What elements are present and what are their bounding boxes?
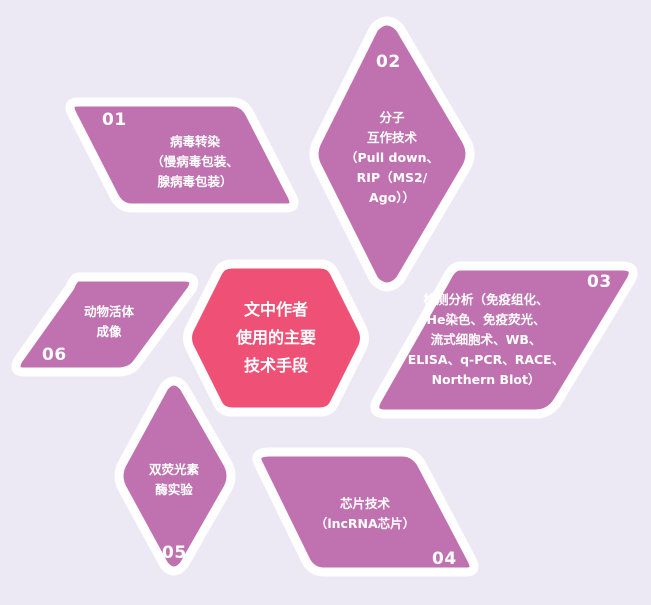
item-03-line-2: He染色、免疫荧光、 bbox=[426, 312, 546, 327]
item-03-line-1: 检测分析（免疫组化、 bbox=[423, 292, 549, 307]
item-04-text: 芯片技术 （lncRNA芯片） bbox=[300, 494, 430, 534]
item-02-line-1: 分子 bbox=[379, 110, 405, 125]
center-label: 文中作者 使用的主要 技术手段 bbox=[196, 296, 356, 380]
item-05-line-2: 酶实验 bbox=[155, 482, 193, 497]
item-05-line-1: 双荧光素 bbox=[148, 462, 199, 477]
item-04-line-2: （lncRNA芯片） bbox=[314, 516, 416, 531]
tile-05-shape bbox=[114, 376, 236, 576]
item-03-line-3: 流式细胞术、WB、 bbox=[430, 332, 542, 347]
tile-06-shape bbox=[11, 272, 199, 377]
item-06-line-2: 成像 bbox=[96, 324, 122, 339]
item-03-number: 03 bbox=[587, 272, 612, 292]
item-01-number: 01 bbox=[102, 110, 127, 130]
item-02-line-2: 互作技术 bbox=[366, 130, 417, 145]
item-01-text: 病毒转染 （慢病毒包装、 腺病毒包装） bbox=[130, 132, 260, 192]
item-02-line-5: Ago）） bbox=[369, 190, 415, 205]
item-03-line-4: ELISA、q-PCR、RACE、 bbox=[407, 352, 565, 367]
tile-03-shape bbox=[370, 261, 638, 419]
center-line-1: 文中作者 bbox=[243, 300, 308, 319]
tile-04-shape bbox=[252, 447, 479, 577]
item-06-text: 动物活体 成像 bbox=[64, 302, 154, 342]
item-06-line-1: 动物活体 bbox=[83, 304, 134, 319]
item-06-number: 06 bbox=[42, 345, 67, 365]
item-04-number: 04 bbox=[432, 549, 457, 569]
item-01-line-1: 病毒转染 bbox=[169, 134, 220, 149]
item-02-line-4: RIP（MS2/ bbox=[356, 170, 428, 185]
tile-02-shape bbox=[309, 16, 475, 292]
item-01-line-3: 腺病毒包装） bbox=[157, 174, 233, 189]
item-02-number: 02 bbox=[376, 52, 401, 72]
item-03-text: 检测分析（免疫组化、 He染色、免疫荧光、 流式细胞术、WB、 ELISA、q-… bbox=[396, 290, 576, 390]
tile-01-shape bbox=[65, 97, 299, 213]
item-02-line-3: （Pull down、 bbox=[345, 150, 439, 165]
item-04-line-1: 芯片技术 bbox=[339, 496, 390, 511]
item-01-line-2: （慢病毒包装、 bbox=[151, 154, 239, 169]
item-02-text: 分子 互作技术 （Pull down、 RIP（MS2/ Ago）） bbox=[330, 108, 454, 208]
item-03-line-5: Northern Blot） bbox=[431, 372, 541, 387]
center-line-3: 技术手段 bbox=[243, 356, 308, 375]
item-05-text: 双荧光素 酶实验 bbox=[124, 460, 224, 500]
center-hexagon-shape bbox=[183, 259, 369, 417]
center-line-2: 使用的主要 bbox=[235, 328, 316, 347]
item-05-number: 05 bbox=[162, 543, 187, 563]
